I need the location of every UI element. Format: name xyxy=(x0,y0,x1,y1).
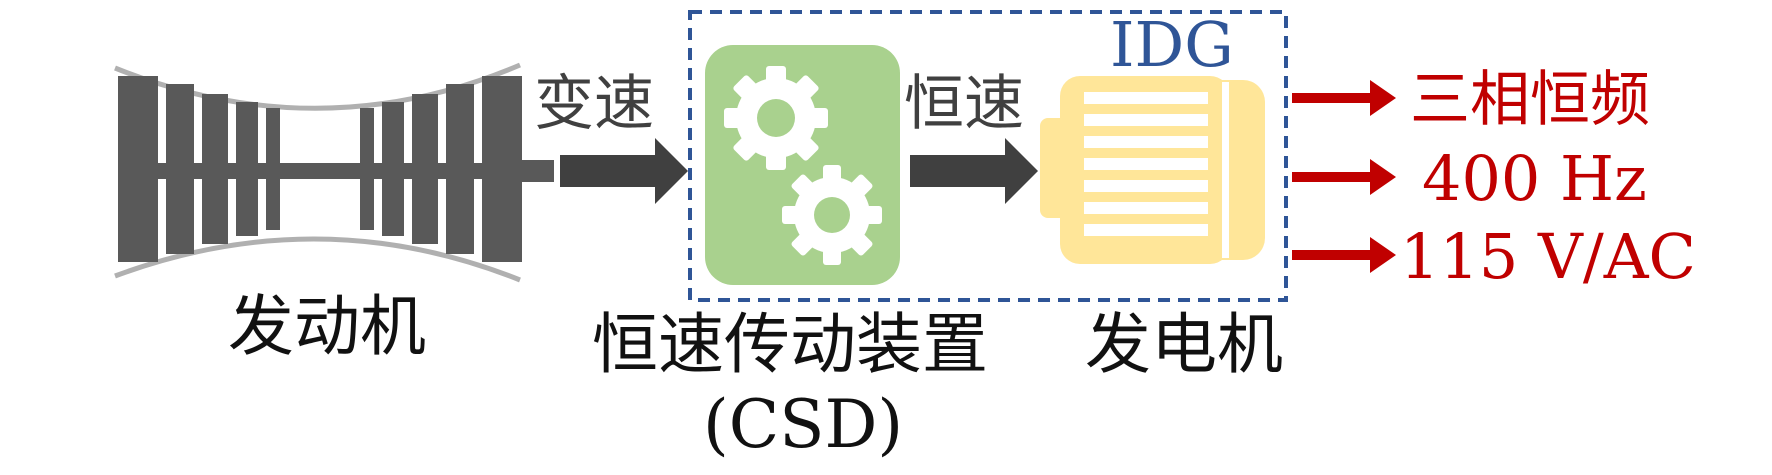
turbine-engine-icon xyxy=(114,62,554,283)
variable-speed-arrow xyxy=(560,138,688,204)
output-arrow-1 xyxy=(1292,80,1396,116)
output-label-phase: 三相恒频 xyxy=(1410,65,1650,135)
output-arrow-3 xyxy=(1292,237,1396,273)
csd-label: 恒速传动装置 xyxy=(592,306,988,383)
idg-label: IDG xyxy=(1110,8,1234,81)
idg-boundary xyxy=(688,10,1288,302)
motor-icon xyxy=(1040,76,1265,264)
constant-speed-label: 恒速 xyxy=(904,69,1024,139)
gears-icon xyxy=(705,45,900,285)
variable-speed-label: 变速 xyxy=(534,69,654,139)
csd-abbrev-label: (CSD) xyxy=(703,386,904,463)
generator-label: 发电机 xyxy=(1085,306,1283,383)
constant-speed-arrow xyxy=(910,138,1038,204)
output-label-frequency: 400 Hz xyxy=(1422,142,1647,215)
output-arrow-2 xyxy=(1292,159,1396,195)
engine-label: 发动机 xyxy=(228,288,426,365)
output-label-voltage: 115 V/AC xyxy=(1400,220,1696,293)
